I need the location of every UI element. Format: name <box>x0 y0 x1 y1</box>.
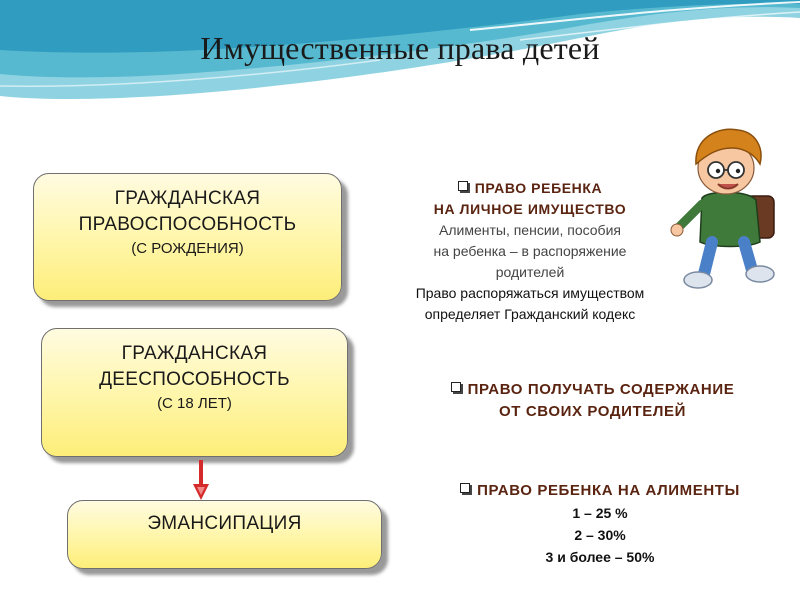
box-line: ГРАЖДАНСКАЯ <box>114 188 261 209</box>
down-arrow-icon <box>193 460 209 500</box>
bullet-square-icon <box>457 181 468 191</box>
bullet-square-icon <box>450 382 461 392</box>
box-subline: (С 18 ЛЕТ) <box>157 395 232 412</box>
block-heading: ПРАВО РЕБЕНКА НА АЛИМЕНТЫ <box>477 482 740 499</box>
maintenance-block: ПРАВО ПОЛУЧАТЬ СОДЕРЖАНИЕ ОТ СВОИХ РОДИТ… <box>420 379 765 423</box>
civil-capacity-box: ГРАЖДАНСКАЯ ДЕЕСПОСОБНОСТЬ (С 18 ЛЕТ) <box>41 328 348 457</box>
box-line: ГРАЖДАНСКАЯ <box>121 343 268 364</box>
block-note: Алименты, пенсии, пособия <box>439 222 621 238</box>
header-wave-decoration <box>0 0 800 99</box>
block-note: на ребенка – в распоряжение <box>433 243 627 259</box>
alimony-rate: 1 – 25 % <box>572 505 628 521</box>
box-line: ПРАВОСПОСОБНОСТЬ <box>78 214 297 235</box>
slide-title: Имущественные права детей <box>200 30 600 66</box>
bullet-square-icon <box>460 483 471 493</box>
block-heading: ОТ СВОИХ РОДИТЕЛЕЙ <box>499 403 686 420</box>
block-note: определяет Гражданский кодекс <box>424 306 636 322</box>
box-subline: (С РОЖДЕНИЯ) <box>131 240 244 257</box>
block-heading: ПРАВО ПОЛУЧАТЬ СОДЕРЖАНИЕ <box>467 381 735 398</box>
civil-legal-capacity-box: ГРАЖДАНСКАЯ ПРАВОСПОСОБНОСТЬ (С РОЖДЕНИЯ… <box>33 173 342 301</box>
block-note: Право распоряжаться имуществом <box>415 285 645 301</box>
box-line: ДЕЕСПОСОБНОСТЬ <box>99 369 290 390</box>
alimony-rate: 3 и более – 50% <box>545 549 655 565</box>
emancipation-box: ЭМАНСИПАЦИЯ <box>67 500 382 569</box>
personal-property-block: ПРАВО РЕБЕНКА НА ЛИЧНОЕ ИМУЩЕСТВО Алимен… <box>370 178 690 325</box>
cartoon-boy-illustration <box>670 128 775 289</box>
alimony-block: ПРАВО РЕБЕНКА НА АЛИМЕНТЫ 1 – 25 % 2 – 3… <box>430 480 770 568</box>
block-heading: ПРАВО РЕБЕНКА <box>474 180 603 196</box>
block-note: родителей <box>495 264 565 280</box>
block-heading: НА ЛИЧНОЕ ИМУЩЕСТВО <box>433 201 627 217</box>
box-line: ЭМАНСИПАЦИЯ <box>147 513 302 534</box>
alimony-rate: 2 – 30% <box>574 527 626 543</box>
